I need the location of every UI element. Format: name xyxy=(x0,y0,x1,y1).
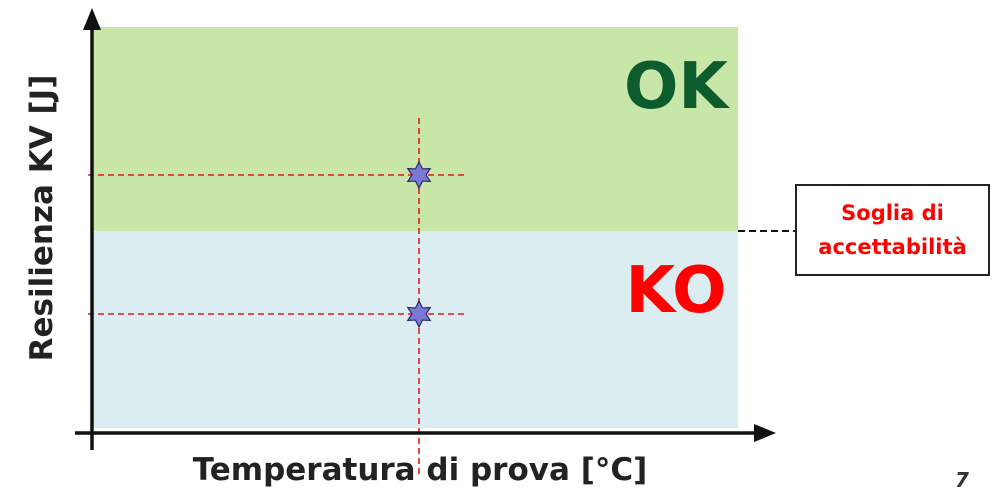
ko-zone xyxy=(92,231,738,428)
star-marker-upper xyxy=(406,160,432,190)
star-marker-lower xyxy=(406,299,432,329)
ok-zone-label: OK xyxy=(624,50,730,124)
ok-zone xyxy=(92,27,738,231)
acceptance-threshold-box: Soglia di accettabilità xyxy=(795,184,990,276)
x-axis-arrowhead xyxy=(754,424,776,442)
threshold-label-line1: Soglia di xyxy=(841,201,944,225)
threshold-label-line2: accettabilità xyxy=(818,235,967,259)
y-axis-arrowhead xyxy=(83,8,101,30)
y-axis-label: Resilienza KV [J] xyxy=(24,75,60,362)
ko-zone-label: KO xyxy=(625,254,726,328)
x-axis-label: Temperatura di prova [°C] xyxy=(193,452,648,488)
page-number: 7 xyxy=(955,468,969,492)
